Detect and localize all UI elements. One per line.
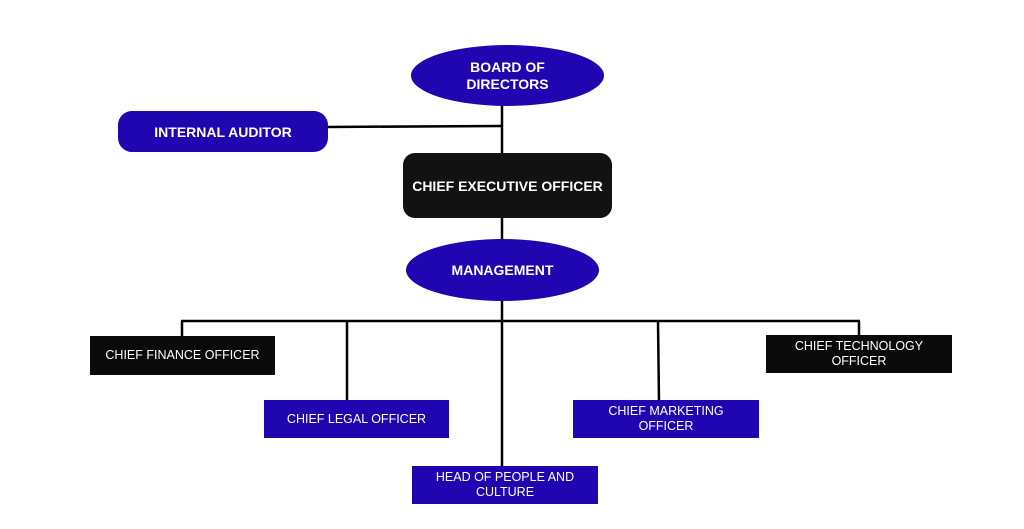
clo-label: CHIEF LEGAL OFFICER [286, 411, 427, 426]
cmo-label: CHIEF MARKETING OFFICER [608, 404, 724, 433]
cto-node: CHIEF TECHNOLOGY OFFICER [766, 335, 952, 373]
management-label: MANAGEMENT [451, 261, 554, 278]
management-node: MANAGEMENT [406, 239, 599, 301]
ceo-node: CHIEF EXECUTIVE OFFICER [403, 153, 612, 218]
connector-auditor-board [325, 124, 503, 129]
head-of-people-label: HEAD OF PEOPLE AND CULTURE [435, 470, 575, 499]
connector-to-cmo [656, 320, 661, 403]
head-of-people-node: HEAD OF PEOPLE AND CULTURE [412, 466, 598, 504]
cto-label: CHIEF TECHNOLOGY OFFICER [794, 339, 924, 368]
cfo-node: CHIEF FINANCE OFFICER [90, 336, 275, 375]
ceo-label: CHIEF EXECUTIVE OFFICER [412, 177, 603, 194]
cfo-label: CHIEF FINANCE OFFICER [105, 348, 260, 362]
cmo-node: CHIEF MARKETING OFFICER [573, 400, 759, 438]
board-of-directors-label: BOARD OF DIRECTORS [466, 58, 549, 92]
internal-auditor-label: INTERNAL AUDITOR [154, 123, 292, 140]
internal-auditor-node: INTERNAL AUDITOR [118, 111, 328, 152]
clo-node: CHIEF LEGAL OFFICER [264, 400, 449, 438]
board-of-directors-node: BOARD OF DIRECTORS [411, 45, 604, 106]
